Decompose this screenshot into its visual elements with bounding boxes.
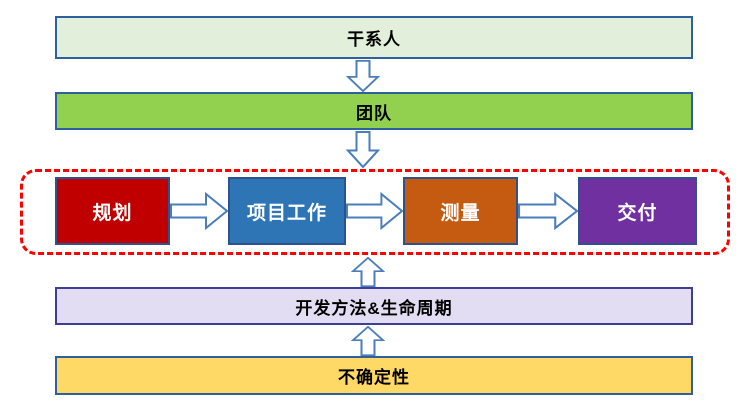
step-planning-label: 规划	[92, 202, 133, 224]
step-planning: 规划	[55, 177, 170, 245]
step-project-work: 项目工作	[228, 177, 346, 245]
step-delivery-label: 交付	[617, 202, 658, 224]
down-arrow-icon	[346, 131, 380, 168]
bar-uncertainty-label: 不确定性	[338, 368, 410, 387]
bar-dev-method-lifecycle: 开发方法&生命周期	[55, 287, 693, 325]
step-measurement: 测量	[403, 177, 518, 245]
step-delivery: 交付	[578, 177, 697, 245]
bar-uncertainty: 不确定性	[55, 356, 693, 395]
step-measurement-label: 测量	[440, 202, 481, 224]
process-loop-border	[20, 169, 730, 255]
right-arrow-icon	[170, 191, 228, 231]
bar-stakeholders-label: 干系人	[347, 30, 401, 49]
bar-team: 团队	[55, 92, 693, 130]
up-arrow-icon	[351, 257, 385, 287]
bar-stakeholders: 干系人	[55, 16, 693, 59]
down-arrow-icon	[346, 60, 380, 92]
step-project-work-label: 项目工作	[246, 202, 327, 224]
right-arrow-icon	[518, 191, 578, 231]
bar-team-label: 团队	[356, 103, 392, 123]
up-arrow-icon	[351, 326, 385, 356]
right-arrow-icon	[346, 191, 403, 231]
bar-dev-method-lifecycle-label: 开发方法&生命周期	[295, 298, 453, 318]
